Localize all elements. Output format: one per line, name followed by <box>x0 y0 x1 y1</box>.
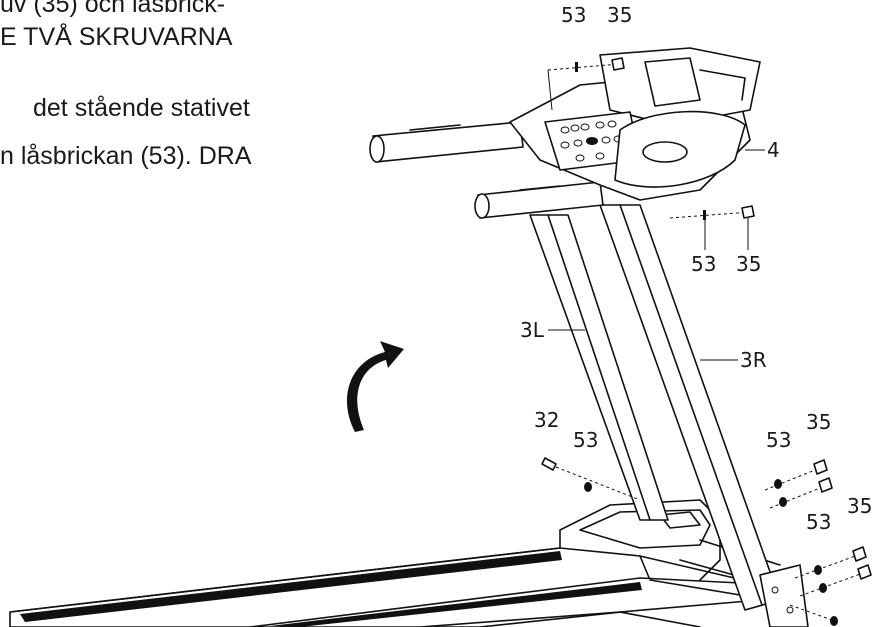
callout-35-right-lower: 35 <box>847 494 872 518</box>
callout-32: 32 <box>534 408 559 432</box>
callout-35-right-upper: 35 <box>806 410 831 434</box>
callout-53-top: 53 <box>561 3 586 27</box>
handlebar-lower <box>474 181 604 219</box>
instruction-text-line-3: det stående stativet <box>33 94 250 122</box>
fastener-set-left <box>541 457 641 501</box>
callout-35-mid: 35 <box>736 252 761 276</box>
callout-53-mid: 53 <box>691 252 716 276</box>
instruction-text-line-2: E TVÅ SKRUVARNA <box>0 23 233 51</box>
fastener-set-right-lower <box>789 546 872 626</box>
upright-right-3R <box>599 204 809 627</box>
callout-53-left: 53 <box>573 428 598 452</box>
callout-4-console: 4 <box>767 138 780 162</box>
instruction-text-line-1: uv (35) och låsbrick- <box>0 0 226 18</box>
fastener-set-right-upper <box>764 459 833 509</box>
console-buttons <box>560 120 623 162</box>
console-4 <box>509 47 761 201</box>
callout-3R: 3R <box>740 348 767 372</box>
handlebar-upper <box>369 121 524 163</box>
rotation-arrow-icon <box>346 341 404 432</box>
callout-53-right-upper: 53 <box>766 428 791 452</box>
treadmill-deck <box>9 499 801 627</box>
callout-53-right-lower: 53 <box>806 510 831 534</box>
upright-left-3L <box>529 214 669 521</box>
fastener-set-mid <box>669 205 755 220</box>
instruction-text-line-4: n låsbrickan (53). DRA <box>0 142 252 170</box>
callout-3L: 3L <box>520 318 545 342</box>
callout-35-top: 35 <box>607 3 632 27</box>
fastener-set-top <box>547 57 625 111</box>
